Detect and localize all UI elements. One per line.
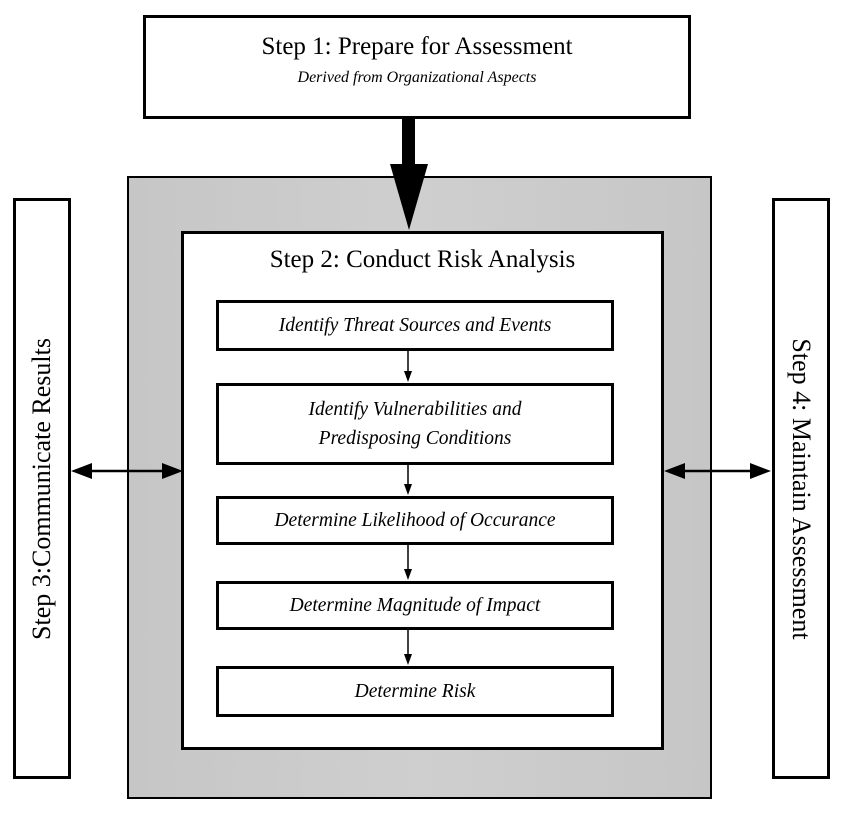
step2-title: Step 2: Conduct Risk Analysis [269,246,576,273]
step1-title: Step 1: Prepare for Assessment [261,33,573,60]
step4-double-arrow [664,463,771,479]
task-label-line: Determine Risk [354,680,476,702]
task-determine-likelihood: Determine Likelihood of Occurance [216,496,614,545]
step1-subtitle: Derived from Organizational Aspects [297,69,537,86]
step3-double-arrow [71,463,183,479]
step1-to-step2-arrow [390,118,428,230]
task-label-line: Predisposing Conditions [318,428,512,449]
task-flow-arrow [404,465,412,495]
task-identify-vulnerabilities: Identify Vulnerabilities and Predisposin… [216,383,614,465]
task-label-line: Determine Likelihood of Occurance [274,509,556,531]
task-flow-arrow [404,545,412,580]
task-identify-threats: Identify Threat Sources and Events [216,300,614,351]
task-determine-impact: Determine Magnitude of Impact [216,581,614,630]
task-label-line: Determine Magnitude of Impact [289,594,541,616]
task-determine-risk: Determine Risk [216,666,614,717]
step4-box: Step 4: Maintain Assessment [772,198,830,779]
task-label-line: Identify Threat Sources and Events [278,314,552,336]
task-flow-arrow [404,630,412,665]
step1-box: Step 1: Prepare for Assessment Derived f… [143,15,691,119]
task-label-line: Identify Vulnerabilities and [308,398,522,420]
task-flow-arrow [404,351,412,382]
step3-box: Step 3:Communicate Results [13,198,71,779]
